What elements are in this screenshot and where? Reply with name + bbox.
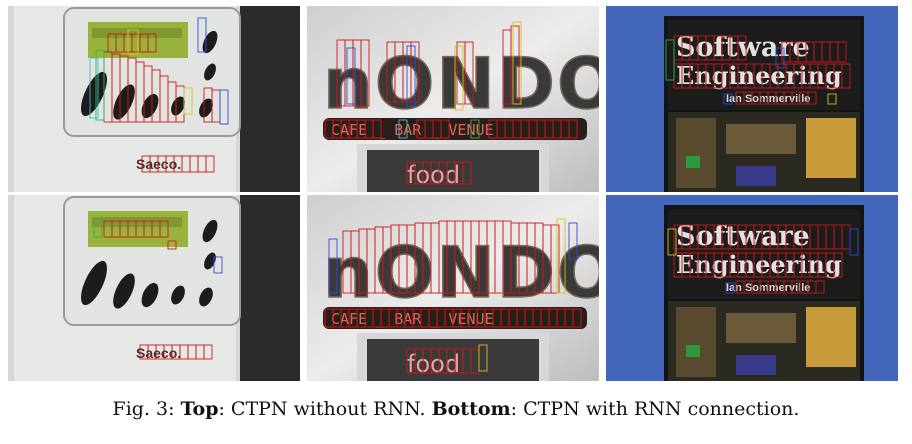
sign-subtitle-text: CAFE _ BAR _ VENUE (331, 121, 494, 139)
book-title-line2-bottom: Engineering (676, 250, 842, 279)
caption-top-text: : CTPN without RNN. (218, 398, 426, 420)
panel-book-top: Software Engineering Ian Sommerville (606, 6, 898, 192)
coffee-brand-text: Saeco. (136, 156, 181, 172)
book-title-line1-bottom: Software (676, 221, 810, 252)
figure-caption: Fig. 3: Top: CTPN without RNN. Bottom: C… (0, 398, 912, 420)
sign-title-text: nONDO (323, 43, 599, 125)
panel-sign-bottom: nONDO CAFE _ BAR _ VENUE food (307, 195, 599, 381)
caption-top-label: Top (180, 398, 219, 420)
panel-coffee-bottom: Saeco. (8, 195, 300, 381)
book-title-line2: Engineering (676, 61, 842, 90)
caption-bottom-text: : CTPN with RNN connection. (510, 398, 800, 420)
sign-title-text-bottom: nONDO (323, 232, 599, 314)
panel-coffee-top: Saeco. (8, 6, 300, 192)
caption-bottom-label: Bottom (431, 398, 511, 420)
coffee-brand-text-bottom: Saeco. (136, 345, 181, 361)
panel-sign-top: nONDO CAFE _ BAR _ VENUE food (307, 6, 599, 192)
panel-book-bottom: Software Engineering Ian Sommerville (606, 195, 898, 381)
caption-prefix: Fig. 3: (112, 398, 175, 420)
